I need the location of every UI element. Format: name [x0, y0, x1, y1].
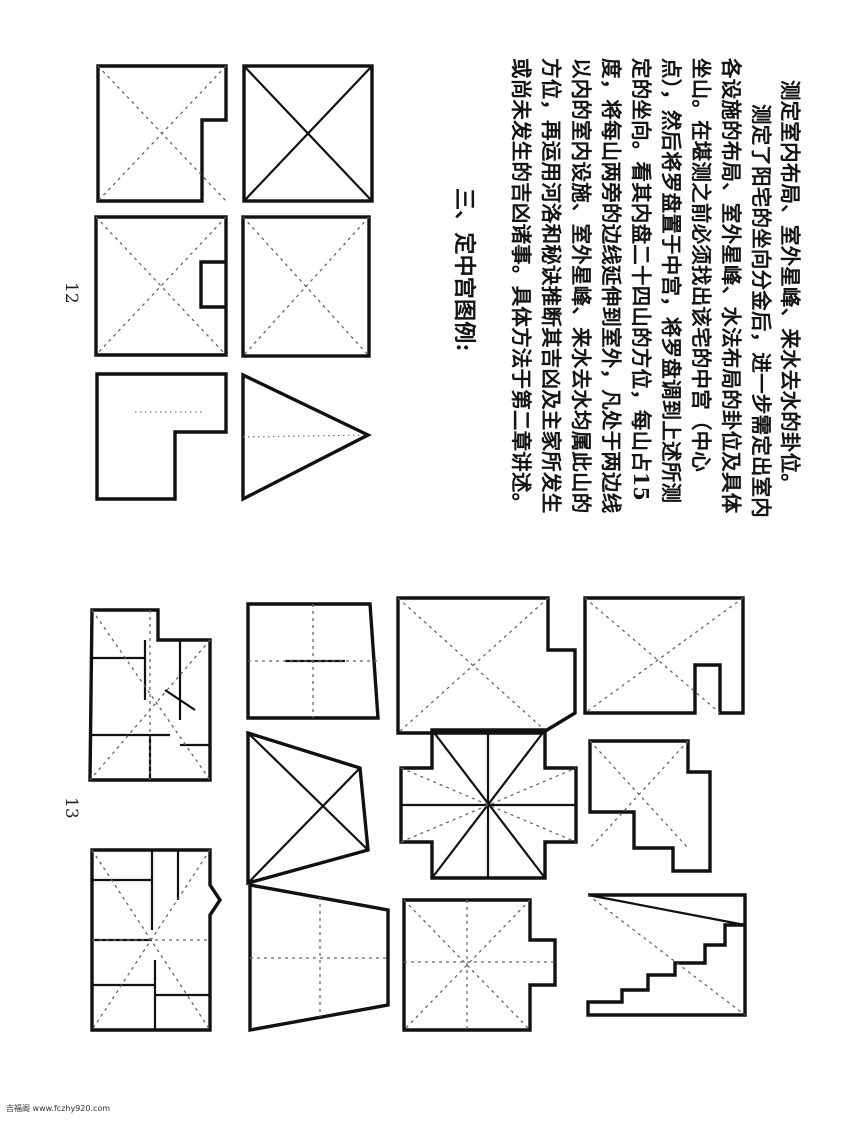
figure-p13-complex-plan-1: [88, 608, 212, 782]
figure-p13-staircase: [586, 893, 747, 1017]
figure-triangle: [241, 372, 372, 502]
figure-p13-cross: [399, 728, 578, 880]
figure-square-x: [242, 64, 374, 203]
figure-l-shape: [95, 372, 228, 501]
figure-p13-stepped-square: [588, 739, 712, 873]
figure-p13-plain-square: [246, 602, 380, 720]
figure-p13-trapezoid-1: [246, 730, 370, 886]
figure-rectangle-x: [241, 215, 371, 358]
figure-notched-square-1: [96, 64, 228, 203]
figure-p13-square-bump: [402, 898, 557, 1032]
figure-p13-trapezoid-2: [248, 882, 390, 1033]
figure-p13-complex-plan-2: [90, 848, 223, 1032]
figure-notched-square-2: [94, 215, 228, 357]
figure-p13-notched-square: [583, 596, 745, 715]
figure-p13-square-cut: [396, 596, 577, 735]
watermark: 吉福阁 www.fczhy920.com: [6, 1104, 111, 1113]
